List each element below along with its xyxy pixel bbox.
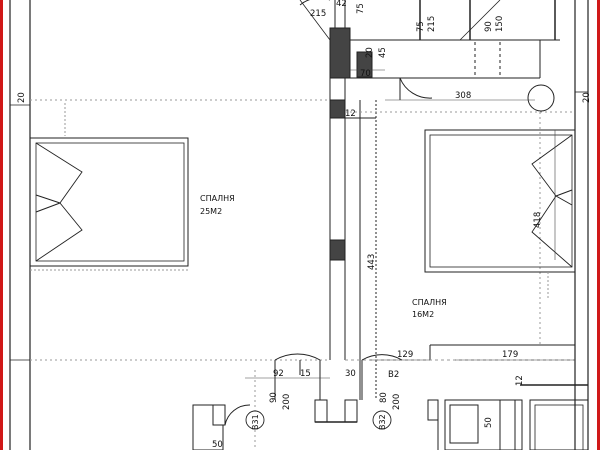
left-bed xyxy=(29,103,189,271)
central-partition xyxy=(329,78,377,400)
dim-50-b: 50 xyxy=(484,417,494,428)
dim-top-75-a: 75 xyxy=(356,3,366,14)
right-room-walls xyxy=(345,111,588,386)
dim-20-a: 20 xyxy=(365,47,375,58)
right-bed xyxy=(424,129,576,300)
dim-308: 308 xyxy=(455,91,471,101)
dim-15: 15 xyxy=(300,369,311,379)
dim-12-b: 12 xyxy=(515,375,525,386)
red-frame-left xyxy=(0,0,3,450)
dim-443: 443 xyxy=(367,254,377,270)
room-area-left: 25М2 xyxy=(200,207,222,216)
room-area-right: 16М2 xyxy=(412,310,434,319)
door-tag-b2: В2 xyxy=(388,370,399,380)
dim-179: 179 xyxy=(502,350,518,360)
bottom-area xyxy=(30,353,589,450)
dim-top-75-b: 75 xyxy=(416,21,426,32)
dim-45: 45 xyxy=(378,47,388,58)
room-name-left: СПАЛНЯ xyxy=(200,194,235,203)
door-tag-b32: В32 xyxy=(372,410,392,430)
dim-top-90: 90 xyxy=(484,21,494,32)
dim-70: 70 xyxy=(360,69,371,79)
dim-418: 418 xyxy=(533,212,543,228)
dim-30: 30 xyxy=(345,369,356,379)
right-exterior-wall xyxy=(574,0,589,450)
red-frame-right xyxy=(597,0,600,450)
dim-200-a: 200 xyxy=(282,394,292,410)
dim-top-215-b: 215 xyxy=(427,16,437,32)
room-name-right: СПАЛНЯ xyxy=(412,298,447,307)
dim-80: 80 xyxy=(379,392,389,403)
dim-200-b: 200 xyxy=(392,394,402,410)
dim-top-215-a: 215 xyxy=(310,9,326,19)
dim-50-a: 50 xyxy=(212,440,223,450)
dim-top-150: 150 xyxy=(495,16,505,32)
dim-12-a: 12 xyxy=(345,109,356,119)
left-exterior-wall xyxy=(9,0,31,450)
dim-20-right: 20 xyxy=(582,92,592,103)
door-tag-b31-label: В31 xyxy=(251,414,260,430)
dim-90: 90 xyxy=(269,392,279,403)
door-tag-b31: В31 xyxy=(245,410,265,430)
dim-129: 129 xyxy=(397,350,413,360)
dimension-lines xyxy=(245,69,575,379)
dim-top-42: 42 xyxy=(336,0,347,9)
top-walls xyxy=(30,0,560,112)
dim-92: 92 xyxy=(273,369,284,379)
dim-20-left: 20 xyxy=(17,92,27,103)
door-tag-b32-label: В32 xyxy=(378,414,387,430)
